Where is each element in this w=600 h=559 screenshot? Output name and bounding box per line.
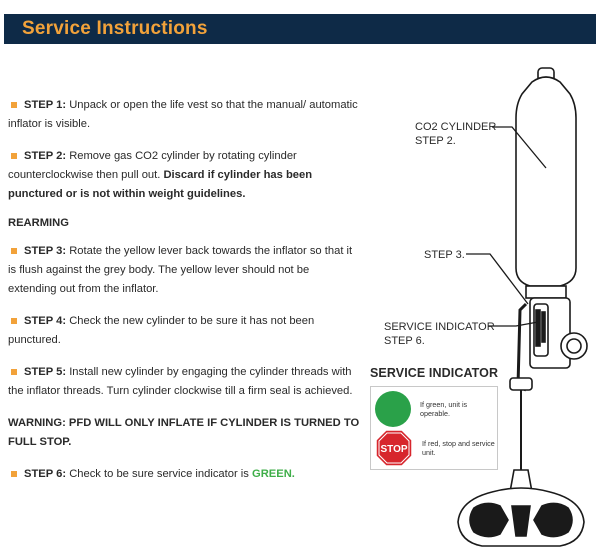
legend-box: If green, unit is operable. STOP If red,… xyxy=(370,386,498,470)
step-label: STEP 3: xyxy=(24,245,67,257)
green-highlight: GREEN. xyxy=(252,468,295,480)
step-2: STEP 2: Remove gas CO2 cylinder by rotat… xyxy=(8,147,360,204)
handle-center-pad xyxy=(511,505,531,537)
stop-sign-icon: STOP xyxy=(375,429,413,467)
lever-arm xyxy=(516,302,528,392)
step3-leader xyxy=(466,253,529,305)
handle-left-pad xyxy=(469,502,509,538)
step-5: STEP 5: Install new cylinder by engaging… xyxy=(8,363,360,401)
step-6: STEP 6: Check to be sure service indicat… xyxy=(8,465,360,484)
indicator-callout: SERVICE INDICATOR STEP 6. xyxy=(384,320,495,348)
co2-callout-line1: CO2 CYLINDER xyxy=(415,121,497,133)
step-label: STEP 2: xyxy=(24,150,67,162)
step-text: Remove gas CO2 cylinder by rotating cyli… xyxy=(8,150,297,181)
indicator-mark xyxy=(541,311,546,343)
instructions: STEP 1: Unpack or open the life vest so … xyxy=(8,96,360,497)
step-text: Check the new cylinder to be sure it has… xyxy=(8,315,315,346)
inflator-diagram: CO2 CYLINDER STEP 2. STEP 3. SERVICE IND… xyxy=(360,60,600,554)
bullet-icon xyxy=(11,317,17,324)
step-warning-text: Discard if cylinder has been punctured o… xyxy=(8,169,313,200)
step-1: STEP 1: Unpack or open the life vest so … xyxy=(8,96,360,134)
stop-sign-label: STOP xyxy=(380,444,407,455)
lever-foot xyxy=(509,377,533,391)
bullet-icon xyxy=(11,368,17,375)
step-label: STEP 4: xyxy=(24,315,67,327)
leader-lines xyxy=(466,126,547,327)
inflator-body-shape xyxy=(509,297,588,392)
handle-right-pad xyxy=(533,502,573,538)
co2-leader xyxy=(492,126,547,169)
step-label: STEP 6: xyxy=(24,468,67,480)
step3-callout-text: STEP 3. xyxy=(424,249,465,261)
legend-red-row: STOP If red, stop and service unit. xyxy=(375,429,498,467)
page-title: Service Instructions xyxy=(22,18,208,39)
legend-title: SERVICE INDICATOR xyxy=(370,366,499,380)
step-text: Rotate the yellow lever back towards the… xyxy=(8,245,353,295)
indicator-leader xyxy=(488,321,539,327)
service-indicator-legend: SERVICE INDICATOR If green, unit is oper… xyxy=(370,366,500,470)
step-text: Install new cylinder by engaging the cyl… xyxy=(8,366,353,397)
step-label: STEP 1: xyxy=(24,99,67,111)
legend-green-row: If green, unit is operable. xyxy=(375,391,496,427)
cylinder-thread xyxy=(525,285,567,299)
step-4: STEP 4: Check the new cylinder to be sur… xyxy=(8,312,360,350)
header-bar: Service Instructions xyxy=(4,14,596,44)
legend-green-text: If green, unit is operable. xyxy=(420,400,468,418)
indicator-callout-line1: SERVICE INDICATOR xyxy=(384,321,495,333)
co2-cylinder-shape xyxy=(515,67,577,299)
bullet-icon xyxy=(11,470,17,477)
step-text: Check to be sure service indicator is xyxy=(69,468,249,480)
cylinder-body xyxy=(515,76,577,287)
indicator-mark xyxy=(535,309,541,347)
step-label: STEP 5: xyxy=(24,366,67,378)
rearming-heading: REARMING xyxy=(8,217,69,229)
pull-handle-shape xyxy=(457,469,585,547)
co2-callout-line2: STEP 2. xyxy=(415,135,456,147)
step-text: Unpack or open the life vest so that the… xyxy=(8,99,358,130)
indicator-callout-line2: STEP 6. xyxy=(384,335,425,347)
step3-callout: STEP 3. xyxy=(424,248,465,262)
bullet-icon xyxy=(11,247,17,254)
co2-callout: CO2 CYLINDER STEP 2. xyxy=(415,120,496,148)
warning-text: WARNING: PFD WILL ONLY INFLATE IF CYLIND… xyxy=(8,417,360,448)
legend-red-text: If red, stop and service unit. xyxy=(422,439,495,457)
inflator-illustration xyxy=(457,67,588,547)
side-knob-inner xyxy=(566,338,582,354)
green-circle-icon xyxy=(375,391,411,427)
bullet-icon xyxy=(11,101,17,108)
step-3: STEP 3: Rotate the yellow lever back tow… xyxy=(8,242,360,299)
bullet-icon xyxy=(11,152,17,159)
